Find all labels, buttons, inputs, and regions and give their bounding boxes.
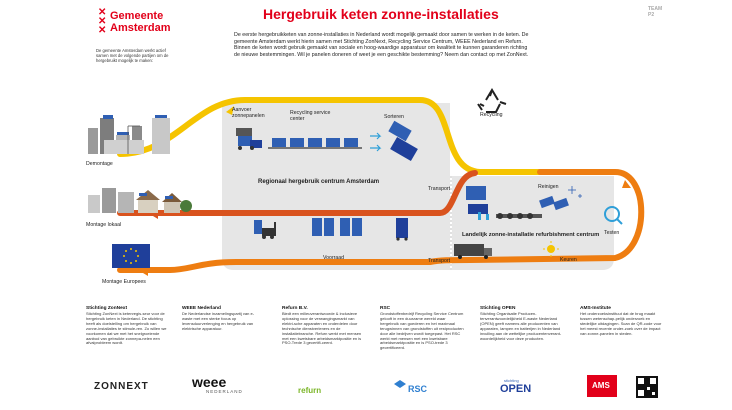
- partner-column-ams: AMS-Institute Het onderzoeksinstituut da…: [580, 306, 662, 337]
- ams-logo: AMS: [592, 381, 610, 390]
- label-transport-top: Transport: [428, 186, 451, 192]
- partner-title: WEEE Nederland: [182, 306, 221, 311]
- partner-column-refurn: Refurn B.V. Biedt een milieuverantwoorde…: [282, 306, 364, 346]
- partner-title: Stichting ZonNext: [86, 306, 128, 311]
- label-montage-europees: Montage Europees: [102, 279, 146, 285]
- partner-column-weee: WEEE Nederland De Nederlandse inzameling…: [182, 306, 264, 332]
- partner-column-zonnext: Stichting ZonNext Stichting ZonNext is k…: [86, 306, 168, 346]
- orange-road: [117, 169, 645, 273]
- label-demontage: Demontage: [86, 161, 113, 167]
- label-recycling-center: Recycling service center: [290, 110, 331, 122]
- label-sorteren: Sorteren: [384, 114, 404, 120]
- label-recycling: Recycling: [480, 112, 503, 118]
- partner-text: Stichting Organisatie Producen-tenverant…: [480, 311, 562, 341]
- weee-logo-word: weee: [192, 374, 227, 390]
- label-reinigen: Reinigen: [538, 184, 559, 190]
- sorted-panels: [370, 120, 418, 162]
- partner-text: Biedt een milieuverantwoorde & inclusiev…: [282, 311, 362, 346]
- refurn-logo: refurn: [298, 386, 322, 395]
- ams-logo-box: [587, 375, 617, 397]
- rsc-logo-mark: [394, 380, 406, 388]
- storage-racks: [312, 218, 362, 236]
- partner-title: Refurn B.V.: [282, 306, 308, 311]
- partner-text: De Nederlandse inzamelingspartij van e-w…: [182, 311, 255, 331]
- magnifier-icon: [604, 206, 623, 225]
- weee-logo: weee NEDERLAND: [192, 374, 252, 394]
- page-title: Hergebruik keten zonne-installaties: [263, 6, 499, 22]
- partner-column-open: Stichting OPEN Stichting Organisatie Pro…: [480, 306, 564, 341]
- qr-code-icon: [636, 376, 658, 398]
- partner-text: Het onderzoeksinstituut dat de brug maak…: [580, 311, 662, 336]
- recycle-icon: [477, 88, 507, 113]
- gemeente-logo: ✕✕✕ Gemeente Amsterdam: [98, 8, 188, 38]
- label-aanvoer: Aanvoer zonnepanelen: [232, 107, 265, 119]
- open-logo-word: OPEN: [500, 383, 532, 395]
- partner-column-rsc: RSC Grondstoffenbedrijf Recycling Servic…: [380, 306, 464, 351]
- label-keuren: Keuren: [560, 257, 577, 263]
- truck-icon: [454, 244, 492, 259]
- label-regionaal: Regionaal hergebruik centrum Amsterdam: [258, 179, 380, 185]
- regional-center-box: [222, 103, 450, 270]
- intro-main: De eerste hergebruikketen van zonne-inst…: [234, 32, 529, 58]
- label-voorraad: Voorraad: [323, 255, 345, 261]
- aanvoer-illustration: [236, 128, 262, 150]
- corner-mark: TEAM P2: [648, 6, 663, 18]
- yellow-arrow: [226, 106, 234, 115]
- logo-line-1: Gemeente: [110, 10, 164, 22]
- sun-icon: [543, 241, 559, 257]
- rsc-logo: RSC: [408, 384, 428, 394]
- intro-left: De gemeente Amsterdam werkt actief samen…: [96, 48, 169, 63]
- refurbishment-line: [466, 186, 542, 220]
- sorting-line-panels: [272, 138, 358, 147]
- eu-flag-icon: [112, 244, 150, 268]
- reinigen-panels: [539, 195, 569, 211]
- label-landelijk: Landelijk zonne-installatie refurbishmen…: [462, 232, 600, 238]
- red-road: [117, 170, 478, 216]
- partner-title: RSC: [380, 306, 391, 311]
- label-transport-bottom: Transport: [428, 258, 451, 264]
- sparkle-icon: [568, 186, 582, 198]
- partner-title: Stichting OPEN: [480, 306, 516, 311]
- orange-arrow-right: [622, 180, 631, 188]
- zonnext-logo: ZONNEXT: [94, 381, 149, 392]
- national-center-box: [452, 176, 614, 270]
- label-testen: Testen: [604, 230, 620, 236]
- open-logo-pre: stichting: [504, 378, 519, 383]
- label-montage-lokaal: Montage lokaal: [86, 222, 122, 228]
- forklift-icon: [254, 220, 276, 239]
- xxx-icon: ✕✕✕: [98, 7, 107, 36]
- demontage-buildings: [88, 115, 170, 154]
- montage-lokaal-houses: [88, 188, 192, 213]
- weee-logo-sub: NEDERLAND: [206, 389, 243, 394]
- stacked-panels: [396, 218, 408, 241]
- logo-line-2: Amsterdam: [110, 22, 171, 34]
- partner-text: Grondstoffenbedrijf Recycling Service Ce…: [380, 311, 464, 351]
- open-logo: stichting OPEN: [500, 378, 560, 395]
- partner-text: Stichting ZonNext is ketenregis-seur voo…: [86, 311, 167, 346]
- partner-title: AMS-Institute: [580, 306, 611, 311]
